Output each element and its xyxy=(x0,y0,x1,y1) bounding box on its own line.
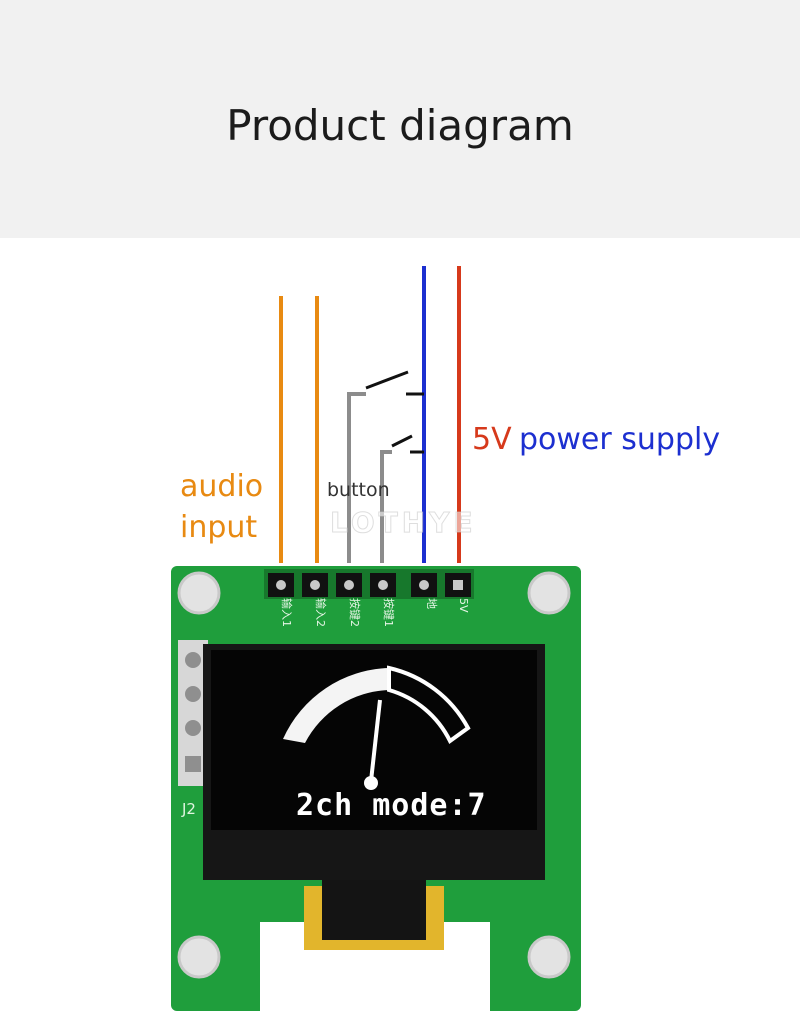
voltage-label: 5V xyxy=(472,422,512,457)
button-1-wire xyxy=(347,392,366,563)
button-2-wire xyxy=(380,450,392,563)
pin-label-ground: 地 xyxy=(425,598,438,609)
pin-label-5v: 5V xyxy=(457,598,470,613)
vu-meter xyxy=(283,665,471,790)
oled-mode-text: 2ch mode:7 xyxy=(296,788,487,823)
silkscreen-label: J2 xyxy=(182,800,196,818)
audio-input-label-line1: audio xyxy=(180,469,264,504)
vu-pivot xyxy=(364,776,378,790)
button-2-lever xyxy=(391,434,413,448)
pin-label-input1: 输入1 xyxy=(280,598,293,627)
page-title: Product diagram xyxy=(226,101,574,150)
audio-input-label-line2: input xyxy=(180,510,258,545)
pin-label-button2: 按键2 xyxy=(348,598,361,627)
pin-label-input2: 输入2 xyxy=(314,598,327,627)
power-supply-label: power supply xyxy=(519,422,721,457)
watermark: LOTHYE xyxy=(330,506,477,540)
vu-needle xyxy=(369,699,382,782)
button-label: button xyxy=(327,479,390,501)
button-1-lever xyxy=(365,370,409,390)
header-band xyxy=(0,0,800,238)
mounting-holes xyxy=(177,571,571,979)
pin-header xyxy=(264,569,474,599)
pin-label-button1: 按键1 xyxy=(382,598,395,627)
